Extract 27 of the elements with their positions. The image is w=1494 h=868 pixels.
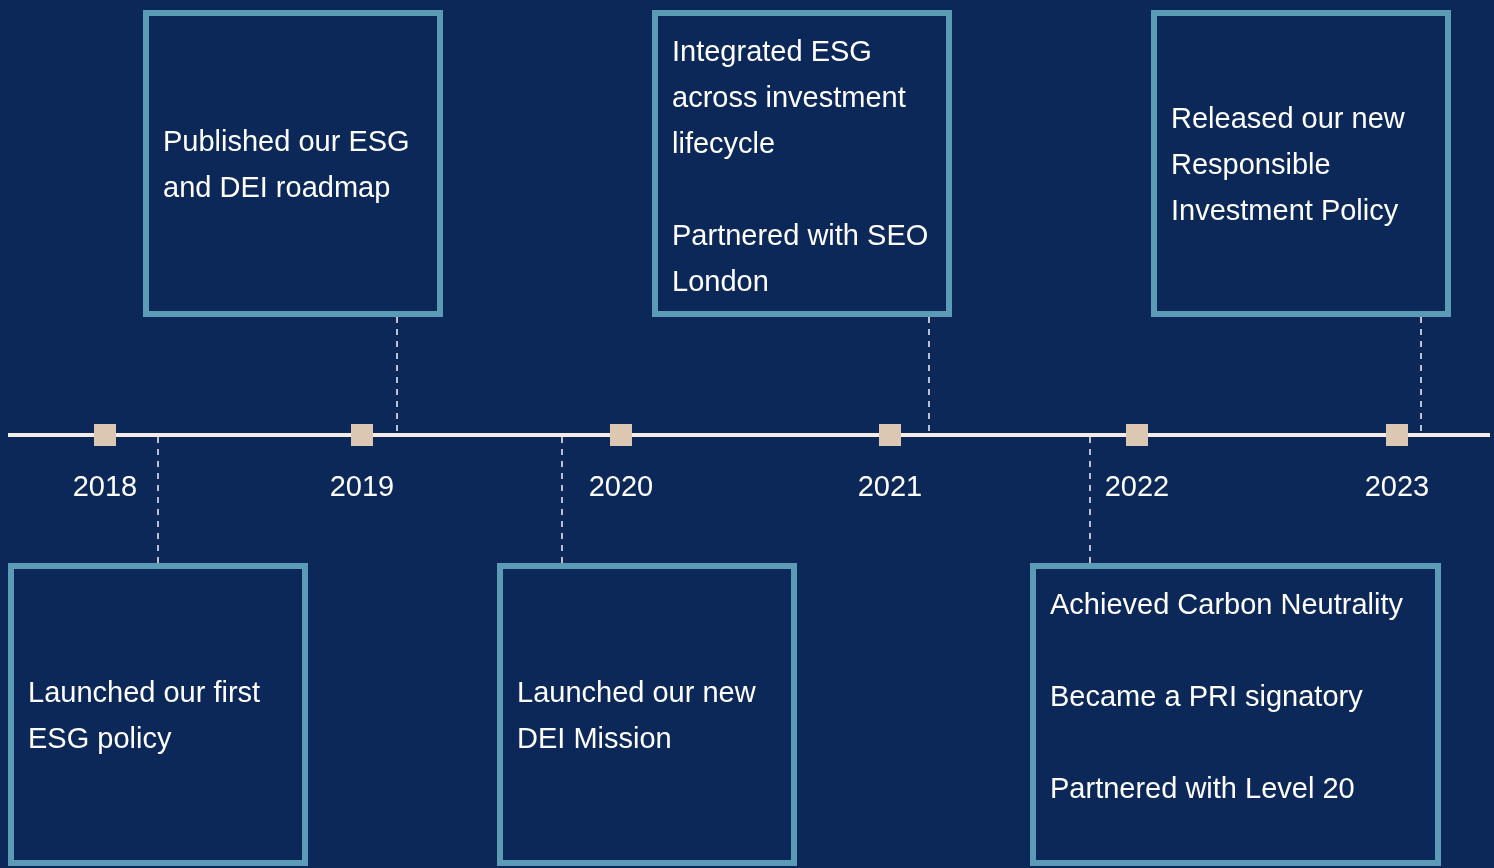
milestone-text: Published our ESG and DEI roadmap — [163, 123, 411, 205]
milestone-box — [143, 10, 443, 317]
year-label: 2021 — [856, 470, 924, 503]
milestone-box — [497, 563, 797, 866]
milestone-box — [8, 563, 308, 866]
year-label: 2018 — [71, 470, 139, 503]
year-label: 2022 — [1103, 470, 1171, 503]
leader-line — [396, 316, 398, 434]
leader-line — [928, 316, 930, 434]
milestone-box — [652, 10, 952, 317]
milestone-text: Partnered with SEO London — [672, 218, 930, 299]
leader-line — [1089, 436, 1091, 564]
milestone-text: Partnered with Level 20 — [1050, 771, 1356, 806]
year-label: 2023 — [1363, 470, 1431, 503]
milestone-text: Launched our first ESG policy — [28, 674, 262, 756]
milestone-text: Achieved Carbon Neutrality — [1050, 587, 1404, 622]
milestone-text: Released our new Responsible Investment Policy — [1171, 100, 1406, 228]
milestone-text: Integrated ESG across investment lifecycle — [672, 34, 907, 161]
year-label: 2019 — [328, 470, 396, 503]
milestone-text: Launched our new DEI Mission — [517, 674, 757, 756]
milestone-box — [1030, 563, 1441, 866]
milestone-box — [1151, 10, 1451, 317]
leader-line — [157, 436, 159, 564]
leader-line — [561, 436, 563, 564]
leader-line — [1420, 316, 1422, 434]
milestone-text: Became a PRI signatory — [1050, 679, 1364, 714]
year-label: 2020 — [587, 470, 655, 503]
